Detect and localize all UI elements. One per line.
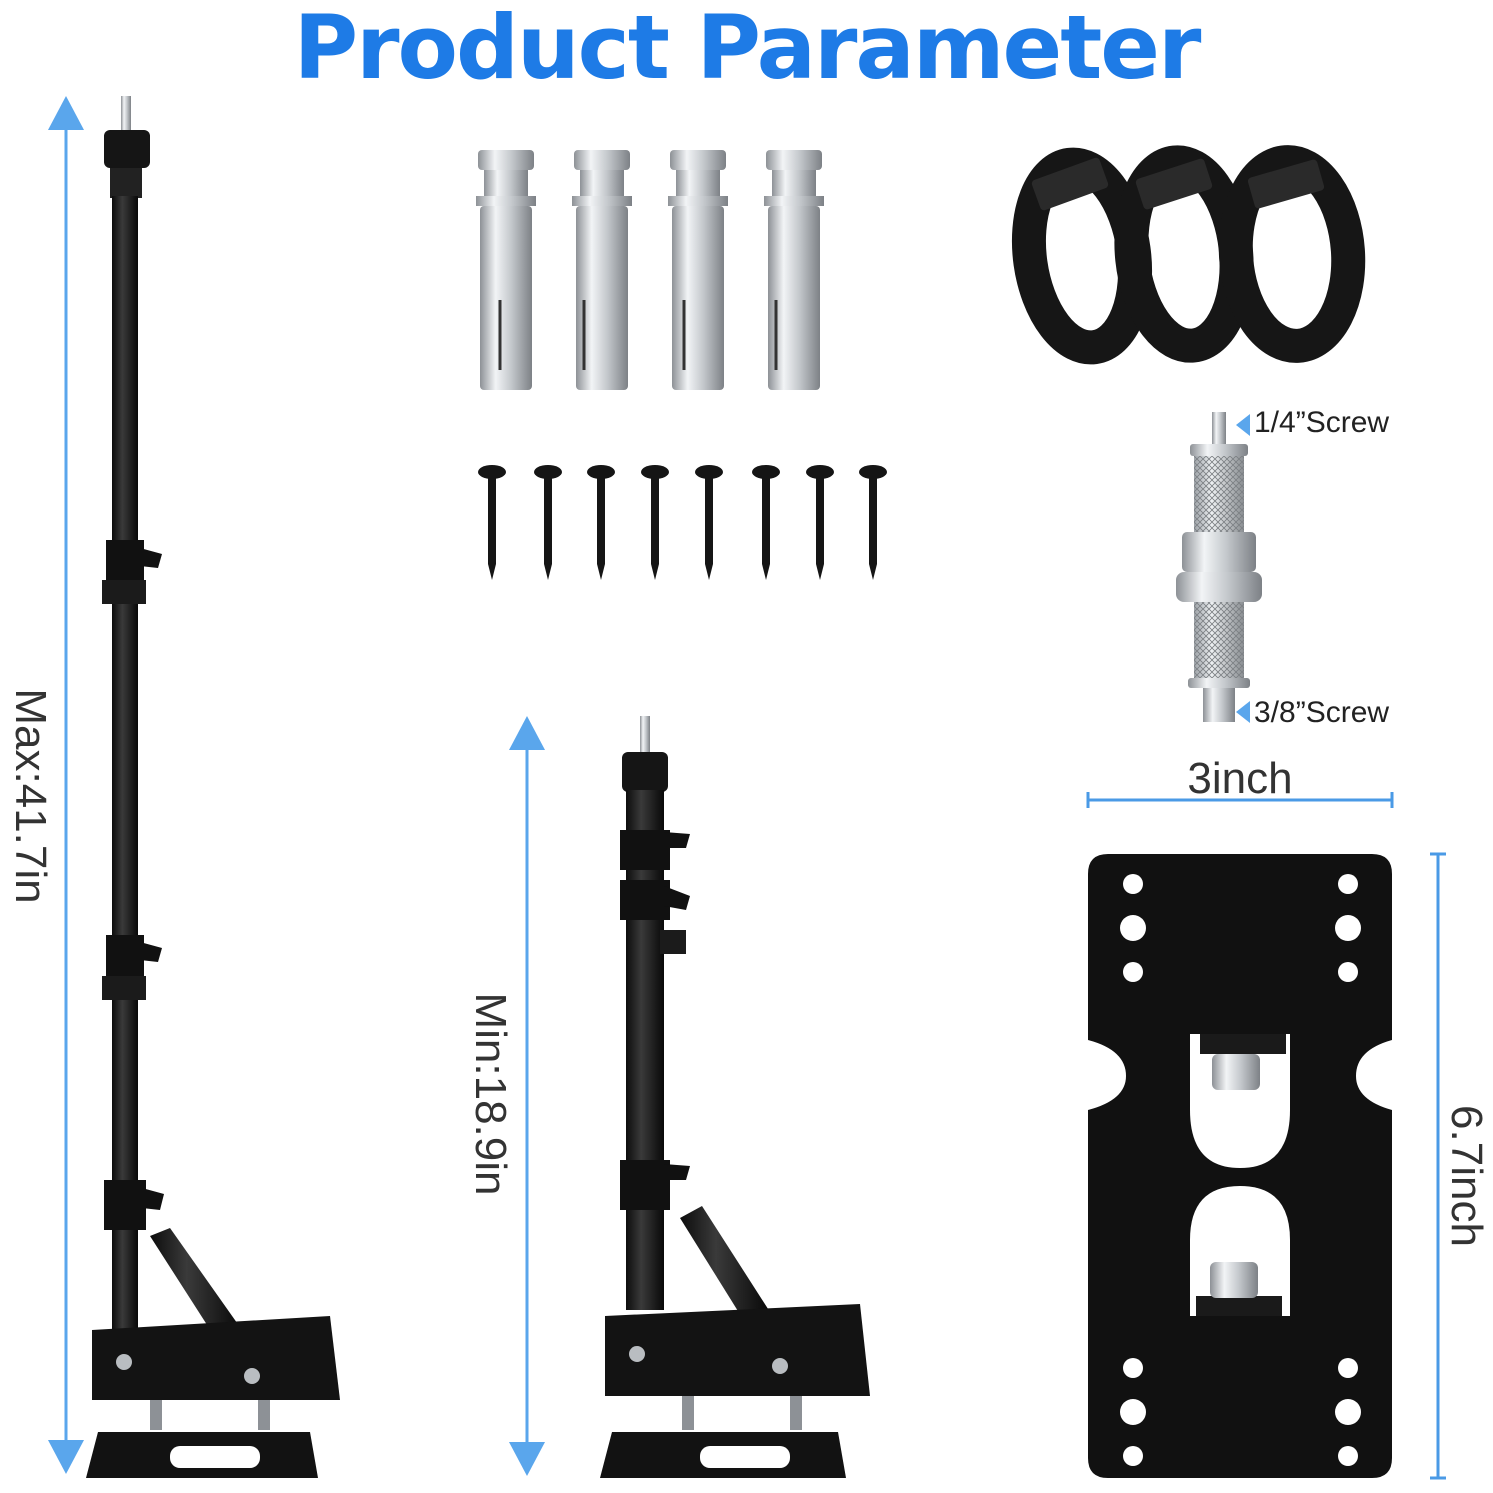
- anchor-2: [572, 150, 632, 390]
- screw-6: [752, 465, 780, 580]
- screw-7: [806, 465, 834, 580]
- three-eighths-screw-label: 3/8”Screw: [1254, 696, 1390, 729]
- screw-4: [641, 465, 669, 580]
- min-height-arrow: [509, 716, 545, 1476]
- expansion-anchors: [476, 150, 824, 390]
- spigot-adapter: [1176, 412, 1262, 723]
- short-light-stand: [600, 716, 870, 1478]
- screw-2: [534, 465, 562, 580]
- plate-height-label: 6.7inch: [1442, 1105, 1491, 1247]
- plate-width-line: [1086, 792, 1394, 808]
- tall-light-stand: [86, 96, 340, 1478]
- plate-width-label: 3inch: [1187, 754, 1293, 803]
- screw-5: [695, 465, 723, 580]
- max-height-arrow: [48, 96, 84, 1474]
- wood-screws: [478, 465, 887, 580]
- page-title: Product Parameter: [293, 0, 1202, 99]
- quarter-inch-screw-label: 1/4”Screw: [1254, 406, 1390, 439]
- plate-height-line: [1430, 852, 1446, 1480]
- velcro-straps: [1011, 145, 1366, 365]
- screw-3: [587, 465, 615, 580]
- anchor-4: [764, 150, 824, 390]
- screw-8: [859, 465, 887, 580]
- anchor-1: [476, 150, 536, 390]
- anchor-3: [668, 150, 728, 390]
- max-height-label: Max:41.7in: [6, 688, 55, 904]
- wall-mount-plate: [1088, 854, 1392, 1478]
- min-height-label: Min:18.9in: [466, 992, 515, 1196]
- screw-1: [478, 465, 506, 580]
